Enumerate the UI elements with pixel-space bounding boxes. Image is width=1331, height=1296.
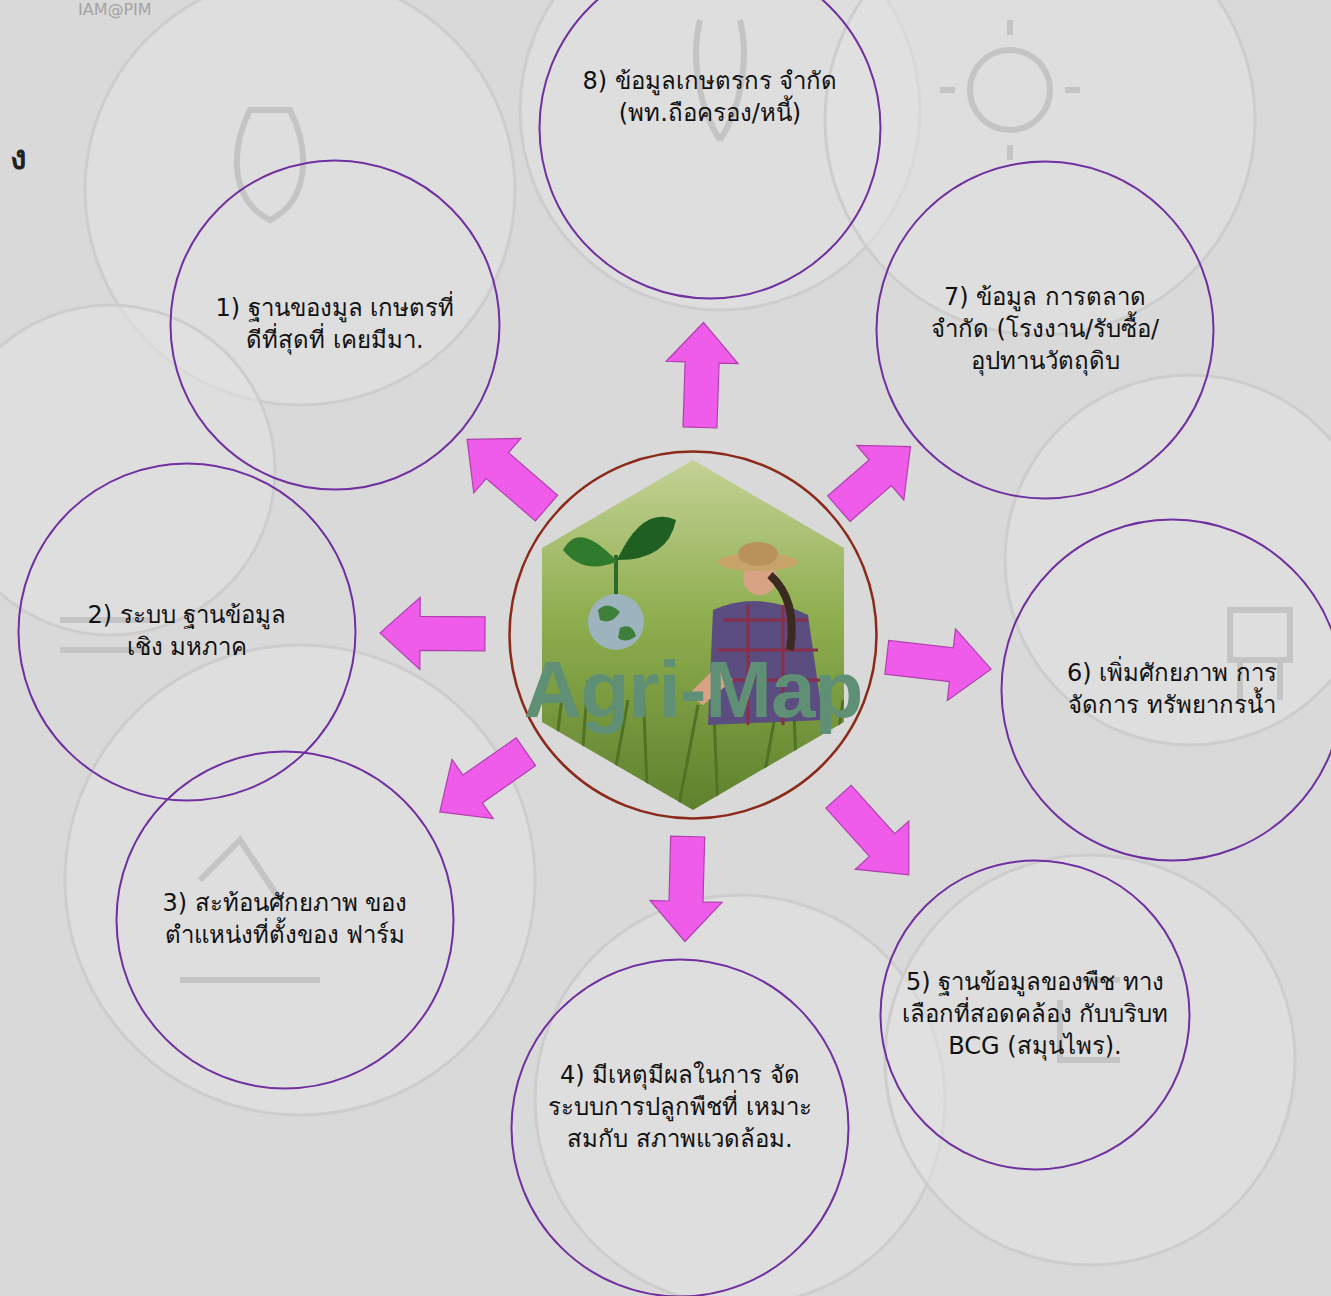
circle-shape — [540, 0, 881, 299]
topic-text: 6) เพิ่มศักยภาพ การจัดการ ทรัพยากรน้ำ — [1057, 658, 1287, 721]
logo-hexagons — [548, 741, 610, 795]
topic-text: 1) ฐานของมูล เกษตรที่ดีที่สุดที่ เคยมีมา… — [210, 293, 460, 356]
block-arrow — [666, 323, 738, 429]
text-wrap: 2) ระบบ ฐานข้อมูลเชิง มหภาค — [72, 600, 302, 663]
circle-outline — [1000, 518, 1331, 862]
circle-shape — [1002, 520, 1331, 861]
circle-shape — [19, 464, 356, 801]
logo-text: Agri-Map — [508, 650, 878, 730]
circle-outline — [169, 159, 501, 491]
text-wrap: 8) ข้อมูลเกษตรกร จำกัด (พท.ถือครอง/หนี้) — [575, 66, 845, 129]
topic-circle: 8) ข้อมูลเกษตรกร จำกัด (พท.ถือครอง/หนี้) — [538, 0, 882, 300]
circle-outline — [17, 462, 357, 802]
photo — [508, 450, 878, 820]
circle-shape — [117, 752, 454, 1089]
topic-circle: 6) เพิ่มศักยภาพ การจัดการ ทรัพยากรน้ำ — [1000, 518, 1331, 862]
block-arrow — [467, 438, 557, 521]
topic-circle: 3) สะท้อนศักยภาพ ของตำแหน่งที่ตั้งของ ฟา… — [115, 750, 455, 1090]
block-arrow — [885, 629, 991, 701]
text-wrap: 1) ฐานของมูล เกษตรที่ดีที่สุดที่ เคยมีมา… — [210, 293, 460, 356]
block-arrow — [440, 738, 536, 819]
block-arrow — [828, 446, 911, 522]
faint-circle — [65, 645, 535, 1115]
text-wrap: 6) เพิ่มศักยภาพ การจัดการ ทรัพยากรน้ำ — [1057, 658, 1287, 721]
topic-text: 5) ฐานข้อมูลของพืช ทางเลือกที่สอดคล้อง ก… — [900, 967, 1170, 1062]
topic-text: 4) มีเหตุมีผลในการ จัดระบบการปลูกพืชที่ … — [540, 1060, 820, 1155]
topic-text: 3) สะท้อนศักยภาพ ของตำแหน่งที่ตั้งของ ฟา… — [150, 888, 420, 951]
faint-circle — [885, 855, 1295, 1265]
hub-circle: Agri-Map — [508, 450, 878, 820]
topic-circle: 5) ฐานข้อมูลของพืช ทางเลือกที่สอดคล้อง ก… — [879, 859, 1191, 1171]
topic-circle: 2) ระบบ ฐานข้อมูลเชิง มหภาค — [17, 462, 357, 802]
text-wrap: 4) มีเหตุมีผลในการ จัดระบบการปลูกพืชที่ … — [540, 1060, 820, 1155]
cut-heading-text: ง — [10, 130, 27, 184]
circle-shape — [512, 960, 849, 1296]
text-wrap: Agri-Map — [508, 650, 878, 730]
block-arrow — [650, 836, 722, 941]
text-wrap: 7) ข้อมูล การตลาดจำกัด (โรงงาน/รับซื้อ/ … — [925, 282, 1165, 377]
topic-circle: 7) ข้อมูล การตลาดจำกัด (โรงงาน/รับซื้อ/ … — [875, 160, 1215, 500]
topic-text: 7) ข้อมูล การตลาดจำกัด (โรงงาน/รับซื้อ/ … — [925, 282, 1165, 377]
sun-rays — [940, 20, 1080, 160]
circle-outline — [538, 0, 882, 300]
circle-outline — [508, 450, 878, 820]
topic-circle: 4) มีเหตุมีผลในการ จัดระบบการปลูกพืชที่ … — [510, 958, 850, 1296]
field — [508, 450, 878, 820]
topic-text: 8) ข้อมูลเกษตรกร จำกัด (พท.ถือครอง/หนี้) — [575, 66, 845, 129]
faint-icons — [60, 20, 1290, 1060]
circle-shape — [881, 861, 1190, 1170]
topic-text: 2) ระบบ ฐานข้อมูลเชิง มหภาค — [72, 600, 302, 663]
circle-shape — [877, 162, 1214, 499]
watermark-text: IAM@PIM — [78, 0, 152, 19]
text-wrap: 3) สะท้อนศักยภาพ ของตำแหน่งที่ตั้งของ ฟา… — [150, 888, 420, 951]
circle-shape — [510, 452, 877, 819]
sun-icon — [970, 50, 1050, 130]
sprout-globe — [563, 517, 676, 650]
circle-outline — [115, 750, 455, 1090]
topic-circle: 1) ฐานของมูล เกษตรที่ดีที่สุดที่ เคยมีมา… — [169, 159, 501, 491]
faint-circle — [535, 895, 945, 1296]
circle-shape — [171, 161, 500, 490]
block-arrow — [826, 785, 909, 874]
block-arrow — [380, 597, 485, 669]
text-wrap: 5) ฐานข้อมูลของพืช ทางเลือกที่สอดคล้อง ก… — [900, 967, 1170, 1062]
